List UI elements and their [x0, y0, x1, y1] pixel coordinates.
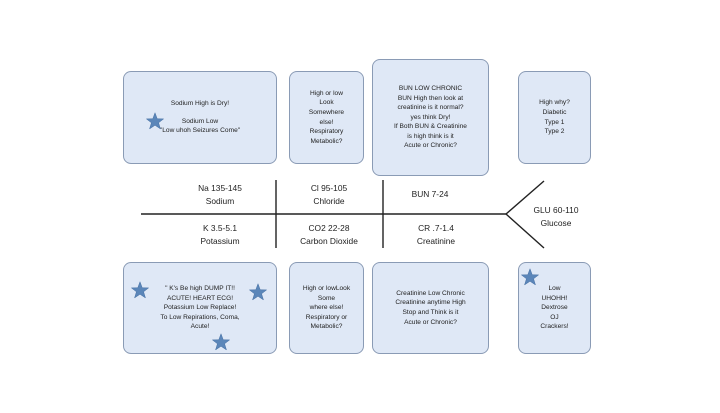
box-co2-note: High or lowLook Some where else! Respira…	[289, 262, 364, 354]
label-range: BUN 7-24	[411, 189, 449, 199]
label-co2: CO2 22-28 Carbon Dioxide	[300, 222, 358, 247]
box-line: Some	[317, 294, 336, 302]
box-line: " K's Be high DUMP IT!!	[165, 285, 235, 293]
box-chloride-note: High or low Look Somewhere else! Respira…	[289, 71, 364, 164]
box-line: where else!	[309, 304, 344, 312]
box-line: To Low Repirations, Coma,	[160, 313, 240, 321]
label-range: CR .7-1.4	[418, 223, 454, 233]
box-creatinine-note: Creatinine Low Chronic Creatinine anytim…	[372, 262, 489, 354]
label-name: Carbon Dioxide	[300, 235, 358, 246]
label-name: Glucose	[540, 217, 572, 228]
label-range: K 3.5-5.1	[202, 223, 237, 233]
box-line: Diabetic	[542, 108, 567, 116]
label-name: Creatinine	[416, 235, 456, 246]
box-line: Respiratory or	[305, 313, 348, 321]
box-line: UHOHH!	[541, 294, 568, 302]
box-line: ACUTE! HEART ECG!	[166, 294, 234, 302]
box-glucose-low-note: Low UHOHH! Dextrose OJ Crackers!	[518, 262, 591, 354]
box-potassium-note: " K's Be high DUMP IT!! ACUTE! HEART ECG…	[123, 262, 277, 354]
box-line: creatinine is it normal?	[397, 104, 464, 112]
label-range: Cl 95-105	[310, 183, 348, 193]
box-line: Metabolic?	[310, 137, 343, 145]
box-line: Type 2	[544, 128, 565, 136]
box-line: Respiratory	[309, 128, 344, 136]
label-potassium: K 3.5-5.1 Potassium	[200, 222, 239, 247]
box-line: yes think Dry!	[410, 113, 451, 121]
box-line: Creatinine Low Chronic	[396, 289, 465, 297]
label-range: Na 135-145	[198, 183, 242, 193]
label-range: GLU 60-110	[533, 205, 579, 215]
label-bun: BUN 7-24	[412, 188, 449, 201]
box-line: If Both BUN & Creatinine	[394, 123, 467, 131]
label-sodium: Na 135-145 Sodium	[198, 182, 242, 207]
label-name: Chloride	[313, 195, 345, 206]
label-name: Sodium	[205, 195, 235, 206]
box-line: High or low	[310, 89, 343, 97]
box-line: Crackers!	[540, 323, 569, 331]
box-line: Metabolic?	[310, 323, 343, 331]
box-line: OJ	[550, 313, 559, 321]
box-line: High why?	[539, 99, 570, 107]
box-line: BUN High then look at	[397, 94, 464, 102]
box-line: Acute!	[190, 323, 210, 331]
box-line: Dextrose	[541, 304, 568, 312]
box-line: Acute or Chronic?	[404, 142, 457, 150]
box-sodium-note: Sodium High is Dry! Sodium Low "Low uhoh…	[123, 71, 277, 164]
label-range: CO2 22-28	[308, 223, 350, 233]
fork-upper	[505, 180, 545, 215]
box-line: Sodium Low	[181, 117, 219, 125]
box-bun-note: BUN LOW CHRONIC BUN High then look at cr…	[372, 59, 489, 176]
box-line: else!	[319, 118, 334, 126]
box-line: Acute or Chronic?	[404, 318, 457, 326]
box-line: Stop and Think is it	[402, 309, 459, 316]
box-line: Type 1	[544, 118, 565, 126]
box-line: "Low uhoh Seizures Come"	[159, 127, 241, 135]
box-line: BUN LOW CHRONIC	[398, 84, 463, 92]
label-name: Potassium	[200, 235, 240, 246]
label-creatinine: CR .7-1.4 Creatinine	[417, 222, 455, 247]
box-glucose-high-note: High why? Diabetic Type 1 Type 2	[518, 71, 591, 164]
box-line: is high think is it	[407, 132, 454, 140]
star-icon	[146, 112, 164, 130]
box-line: Creatinine anytime High	[395, 299, 466, 307]
star-icon	[212, 333, 230, 351]
box-line: High or lowLook	[302, 285, 351, 293]
fork-lower	[505, 213, 545, 249]
box-line: Sodium High is Dry!	[170, 100, 230, 108]
box-line: Somewhere	[308, 108, 345, 116]
star-icon	[249, 283, 267, 301]
box-line: Look	[319, 99, 334, 107]
box-line: Potassium Low Replace!	[163, 304, 237, 312]
star-icon	[131, 281, 149, 299]
box-line: Low	[548, 285, 561, 293]
label-chloride: Cl 95-105 Chloride	[311, 182, 347, 207]
star-icon	[521, 268, 539, 286]
label-glucose: GLU 60-110 Glucose	[533, 204, 578, 229]
